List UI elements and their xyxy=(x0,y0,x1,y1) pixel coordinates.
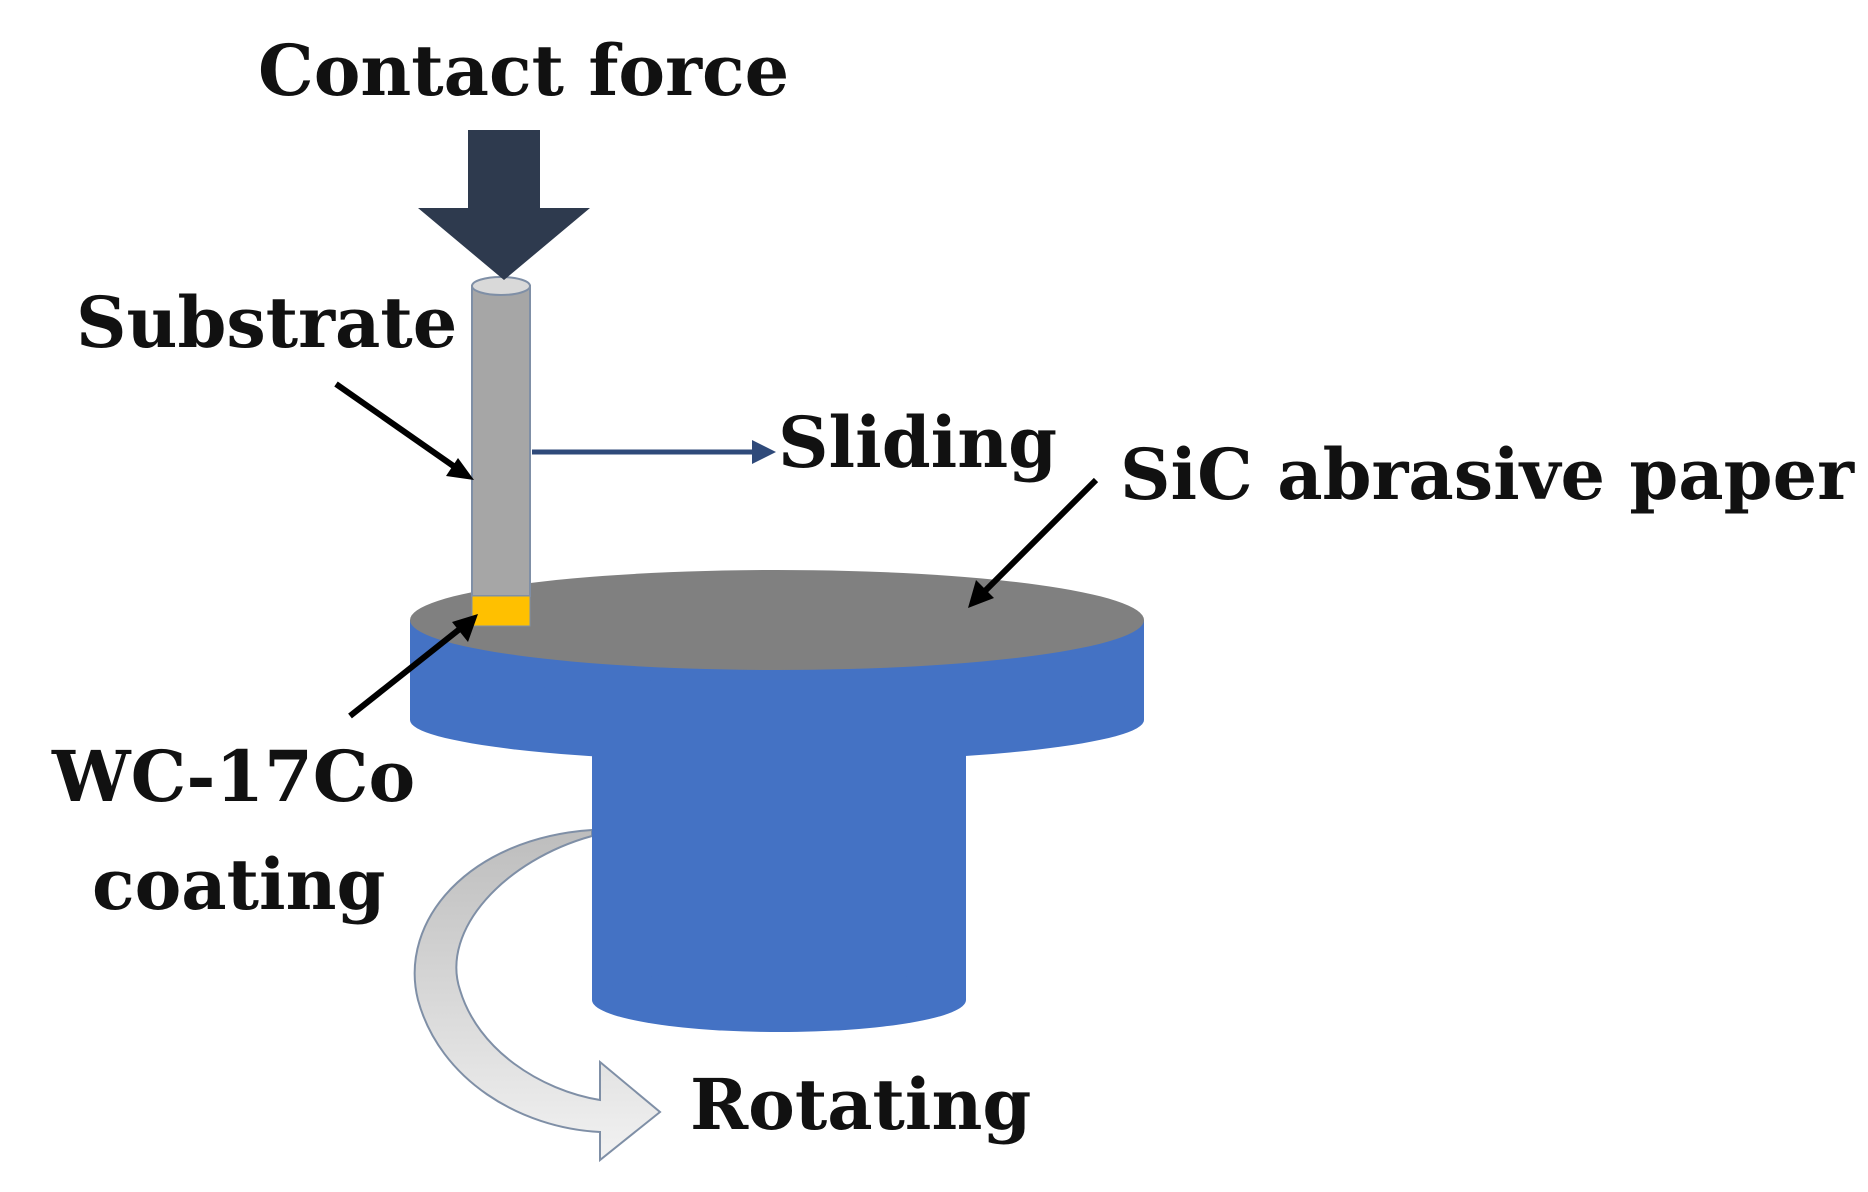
substrate-pointer xyxy=(334,381,464,475)
rotation-arrow xyxy=(413,828,662,1163)
coating-pointer-head xyxy=(452,614,478,642)
coating-label-line1: WC-17Co xyxy=(52,735,416,818)
coating-pointer xyxy=(348,621,468,719)
sliding-label: Sliding xyxy=(778,401,1058,484)
contact-force-label: Contact force xyxy=(258,29,790,112)
column-bottom xyxy=(592,968,966,1032)
coating-label-line2: coating xyxy=(92,843,386,926)
sic-abrasive-disk-top xyxy=(410,570,1144,670)
substrate-pointer-head xyxy=(446,458,474,480)
sic-paper-pointer xyxy=(977,477,1099,599)
substrate-rod-top xyxy=(471,276,531,296)
substrate-label: Substrate xyxy=(76,281,458,364)
substrate-rod xyxy=(471,285,531,597)
rotating-label: Rotating xyxy=(690,1063,1032,1146)
contact-force-arrow xyxy=(418,130,590,280)
column-body xyxy=(592,720,966,1000)
disk-bottom xyxy=(410,678,1144,762)
wc-17co-coating xyxy=(471,595,531,627)
sliding-arrow-head xyxy=(752,440,776,464)
sic-paper-pointer-head xyxy=(968,580,994,608)
sic-abrasive-paper-label: SiC abrasive paper xyxy=(1120,433,1855,516)
